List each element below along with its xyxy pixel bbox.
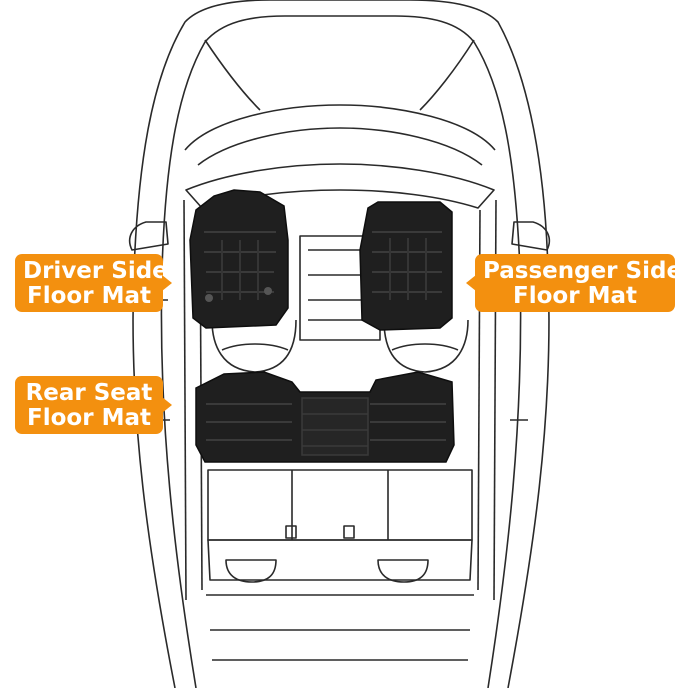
rear-mat-icon xyxy=(195,371,455,463)
driver-label-line1: Driver Side xyxy=(23,258,168,284)
passenger-label-line1: Passenger Side xyxy=(483,258,679,284)
rear-label-line1: Rear Seat xyxy=(25,380,153,406)
driver-mat-icon xyxy=(189,189,289,329)
rear-seat-floor-mat-label: Rear Seat Floor Mat xyxy=(15,376,172,434)
passenger-side-floor-mat-label: Passenger Side Floor Mat xyxy=(466,254,679,312)
passenger-mat-icon xyxy=(359,201,453,331)
rear-label-line2: Floor Mat xyxy=(27,405,151,431)
driver-label-line2: Floor Mat xyxy=(27,283,151,309)
passenger-label-line2: Floor Mat xyxy=(513,283,637,309)
car-outline-icon xyxy=(128,0,551,688)
driver-side-floor-mat-label: Driver Side Floor Mat xyxy=(15,254,172,312)
